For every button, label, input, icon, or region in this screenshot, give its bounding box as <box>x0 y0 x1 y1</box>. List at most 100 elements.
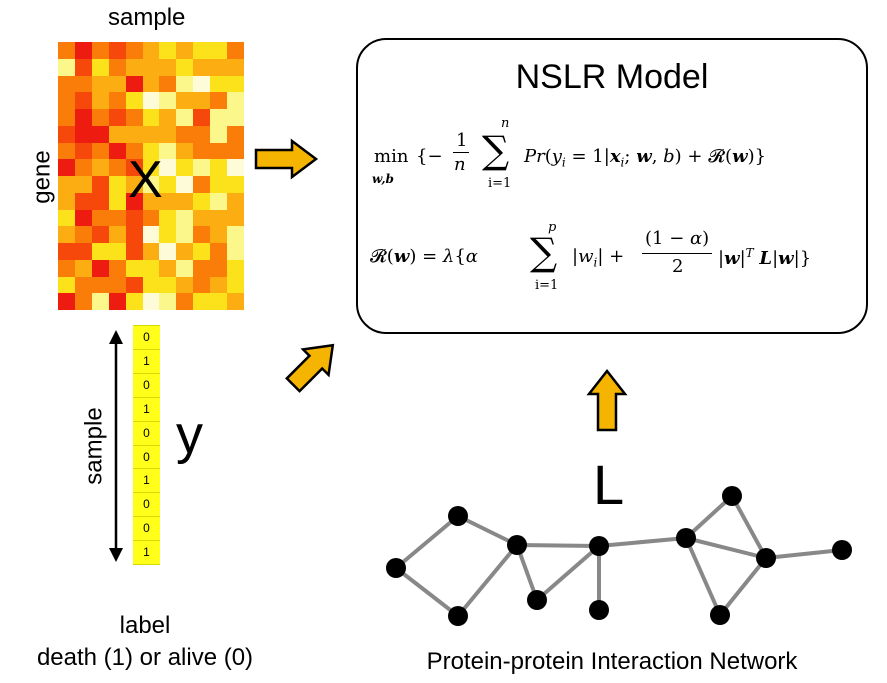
network-node <box>448 506 468 526</box>
sum2-lower: i=1 <box>535 278 559 293</box>
sample-double-arrow <box>109 330 123 562</box>
heatmap-cell <box>227 293 244 310</box>
heatmap-cell <box>227 58 244 76</box>
heatmap-cell <box>193 226 211 243</box>
network-node <box>756 548 776 568</box>
heatmap-cell <box>142 58 160 76</box>
heatmap-cell <box>74 92 92 109</box>
heatmap-cell <box>91 176 109 193</box>
heatmap-cell <box>210 259 228 277</box>
heatmap-cell <box>142 192 160 210</box>
heatmap-cell <box>125 58 143 76</box>
heatmap-cell <box>142 276 160 294</box>
label-cell: 1 <box>133 541 160 566</box>
label-cell: 0 <box>133 325 160 350</box>
heatmap-cell <box>108 176 126 193</box>
label-caption-line2: death (1) or alive (0) <box>36 644 254 671</box>
heatmap-cell <box>227 259 244 277</box>
heatmap-cell <box>74 243 92 260</box>
heatmap-cell <box>176 276 194 294</box>
heatmap-cell <box>125 109 143 126</box>
heatmap-cell <box>74 176 92 193</box>
heatmap-cell <box>91 159 109 176</box>
heatmap-cell <box>159 109 177 126</box>
label-cell: 1 <box>133 469 160 494</box>
heatmap-cell <box>210 209 228 227</box>
heatmap-cell <box>74 58 92 76</box>
heatmap-cell <box>125 125 143 143</box>
heatmap-cell <box>91 192 109 210</box>
heatmap-cell <box>91 259 109 277</box>
heatmap-cell <box>159 159 177 176</box>
heatmap-cell <box>91 42 109 59</box>
heatmap-cell <box>125 226 143 243</box>
network-node <box>710 605 730 625</box>
heatmap-cell <box>108 209 126 227</box>
heatmap-cell <box>193 209 211 227</box>
label-cell: 1 <box>133 349 160 374</box>
heatmap-cell <box>125 142 143 160</box>
network-edge <box>394 566 460 618</box>
heatmap-cell <box>74 159 92 176</box>
heatmap-cell <box>74 293 92 310</box>
heatmap-cell <box>193 159 211 176</box>
network-node <box>676 528 696 548</box>
ppi-network <box>386 486 852 626</box>
heatmap-cell <box>91 276 109 294</box>
heatmap-cell <box>227 142 244 160</box>
heatmap-cell <box>142 293 160 310</box>
heatmap-cell <box>125 42 143 59</box>
arrow-up <box>586 368 628 432</box>
heatmap-cell <box>176 209 194 227</box>
heatmap-cell <box>125 243 143 260</box>
heatmap-cell <box>142 243 160 260</box>
heatmap-cell <box>125 276 143 294</box>
heatmap-cell <box>58 243 75 260</box>
heatmap-cell <box>142 142 160 160</box>
heatmap-cell <box>108 243 126 260</box>
label-cell: 0 <box>133 421 160 446</box>
network-edge <box>456 514 519 547</box>
heatmap-cell <box>227 192 244 210</box>
heatmap-cell <box>142 259 160 277</box>
vector-y-letter: y <box>176 405 203 465</box>
heatmap-cell <box>58 176 75 193</box>
heatmap-cell <box>108 75 126 93</box>
heatmap-cell <box>58 75 75 93</box>
heatmap-cell <box>74 75 92 93</box>
heatmap-cell <box>91 226 109 243</box>
network-edge <box>515 543 601 548</box>
heatmap-cell <box>210 192 228 210</box>
heatmap-cell <box>176 259 194 277</box>
heatmap-cell <box>91 142 109 160</box>
heatmap-cell <box>176 293 194 310</box>
heatmap-cell <box>142 109 160 126</box>
heatmap-cell <box>74 259 92 277</box>
heatmap-cell <box>108 58 126 76</box>
heatmap-cell <box>159 176 177 193</box>
expression-heatmap <box>58 42 244 310</box>
heatmap-cell <box>74 209 92 227</box>
heatmap-cell <box>142 125 160 143</box>
heatmap-cell <box>74 109 92 126</box>
heatmap-cell <box>58 142 75 160</box>
network-edge <box>684 536 768 560</box>
sample-axis-label-top: sample <box>108 4 186 31</box>
label-cell: 1 <box>133 397 160 422</box>
model-title: NSLR Model <box>515 58 709 96</box>
heatmap-cell <box>108 92 126 109</box>
heatmap-cell <box>142 176 160 193</box>
heatmap-cell <box>108 259 126 277</box>
heatmap-cell <box>142 42 160 59</box>
heatmap-cell <box>74 276 92 294</box>
heatmap-cell <box>176 159 194 176</box>
arrow-right <box>254 138 319 180</box>
heatmap-cell <box>193 142 211 160</box>
heatmap-cell <box>176 75 194 93</box>
heatmap-cell <box>193 58 211 76</box>
heatmap-cell <box>125 192 143 210</box>
heatmap-cell <box>142 92 160 109</box>
heatmap-cell <box>227 75 244 93</box>
heatmap-cell <box>159 92 177 109</box>
heatmap-cell <box>58 92 75 109</box>
